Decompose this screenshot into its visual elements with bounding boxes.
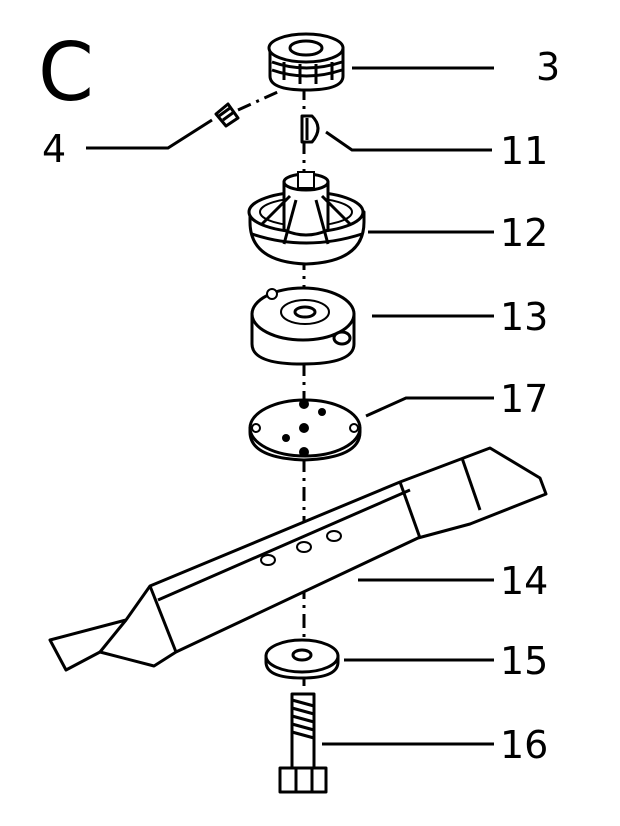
part-16-bolt	[278, 692, 328, 794]
part-4-setscrew	[214, 102, 240, 128]
callout-13: 13	[500, 295, 548, 339]
part-3-pulley-hub	[267, 32, 345, 92]
callout-15: 15	[500, 639, 548, 683]
leader-17	[365, 396, 494, 418]
part-15-washer	[264, 638, 340, 680]
section-letter: C	[38, 26, 94, 119]
part-14-blade	[48, 446, 548, 672]
callout-17: 17	[500, 377, 548, 421]
leader-11	[325, 130, 492, 152]
part-13-drive-disc	[250, 286, 356, 366]
callout-4: 4	[42, 127, 66, 171]
part-11-key	[300, 114, 320, 144]
callout-labels: 3 4 11 12 13 17 14 15 16	[42, 45, 560, 767]
callout-11: 11	[500, 129, 548, 173]
part-17-plate	[248, 398, 362, 462]
leader-4	[86, 118, 213, 150]
callout-12: 12	[500, 211, 548, 255]
callout-3: 3	[536, 45, 560, 89]
leader-lines	[86, 66, 494, 746]
callout-16: 16	[500, 723, 548, 767]
part-12-blade-adapter	[247, 171, 366, 266]
callout-14: 14	[500, 559, 548, 603]
